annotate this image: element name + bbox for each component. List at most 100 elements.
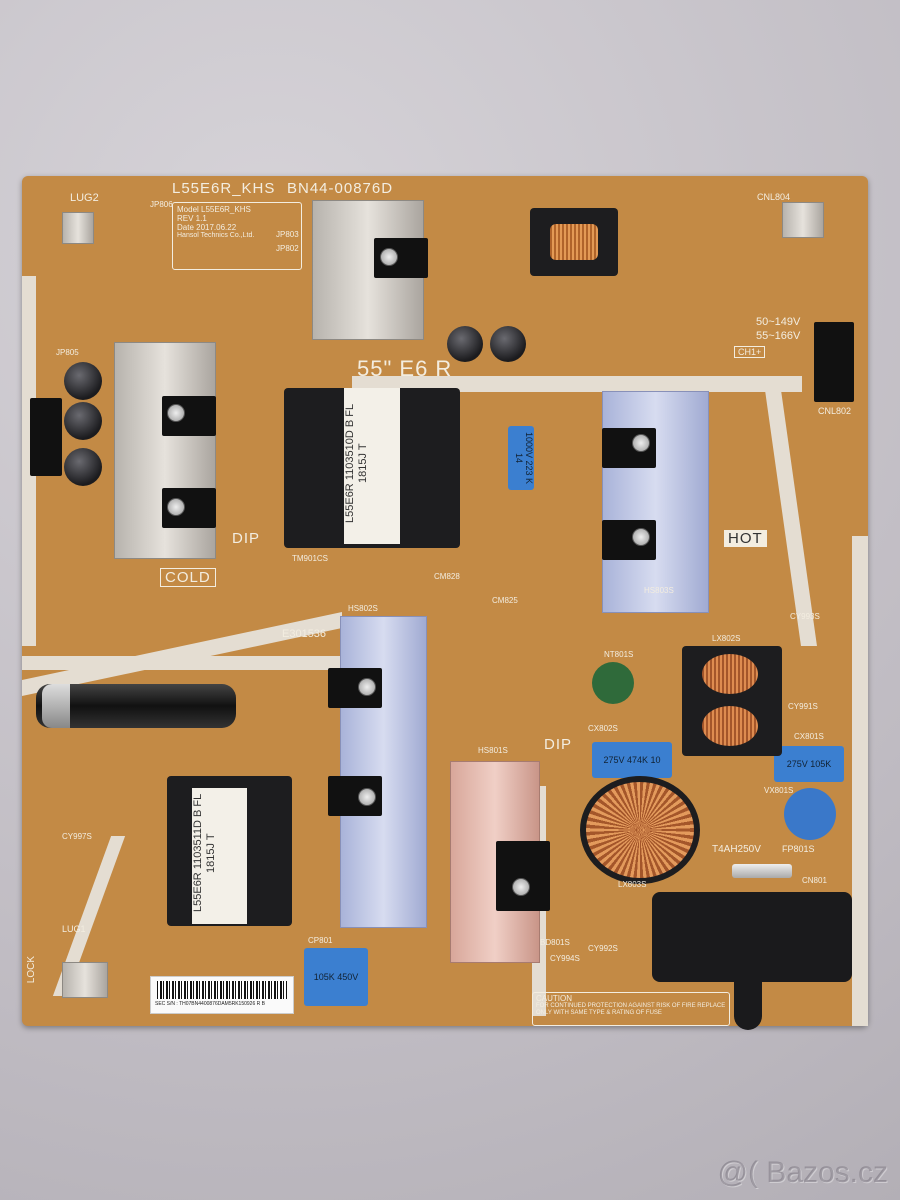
fuse-ref: FP801S	[782, 844, 815, 854]
lug1-terminal	[62, 962, 108, 998]
screw	[380, 248, 398, 266]
choke-winding	[702, 654, 758, 694]
cm825-ref: CM825	[492, 596, 518, 605]
capacitor	[447, 326, 483, 362]
hs803s-ref: HS803S	[644, 586, 674, 595]
jp803-ref: JP803	[276, 230, 299, 239]
inlet-latch	[734, 974, 762, 1030]
watermark: @( Bazos.cz	[717, 1156, 889, 1189]
screw	[358, 678, 376, 696]
output-voltage-1: 50~149V	[756, 316, 801, 328]
fuse-rating: T4AH250V	[712, 844, 761, 855]
film-capacitor: 1000V 223 K 14	[508, 426, 534, 490]
heatsink-hot	[602, 391, 709, 613]
ch-label: CH1+	[734, 346, 766, 358]
info-maker: Hansol Technics Co.,Ltd.	[177, 232, 255, 239]
info-box: Model L55E6R_KHS REV 1.1 Date 2017.06.22…	[172, 202, 302, 270]
lx803s-ref: LX803S	[618, 880, 647, 889]
capacitor	[64, 402, 102, 440]
hs801s-ref: HS801S	[478, 746, 508, 755]
choke-winding	[702, 706, 758, 746]
tf-line: 1103511D B	[192, 809, 204, 870]
info-rev: REV 1.1	[177, 214, 207, 223]
cy993s-ref: CY993S	[790, 612, 820, 621]
jp806-ref: JP806	[150, 200, 173, 209]
serial-sticker: SEC S/N : TH07BN4400876DAM5RK150926 R B	[150, 976, 294, 1014]
screw	[167, 498, 185, 516]
output-connector-cnl802[interactable]	[814, 322, 854, 402]
serial-number: SEC S/N : TH07BN4400876DAM5RK150926 R B	[155, 1001, 265, 1007]
cn801-ref: CN801	[802, 876, 827, 885]
cnl802-ref: CNL802	[818, 406, 852, 416]
lx802s-ref: LX802S	[712, 634, 741, 643]
cp801-ref: CP801	[308, 936, 333, 945]
screw	[167, 404, 185, 422]
thermistor	[592, 662, 634, 704]
cx802s-ref: CX802S	[588, 724, 618, 733]
tf-line: L55E6R	[344, 482, 356, 523]
lug-terminal-top-right	[782, 202, 824, 238]
caution-title: CAUTION	[536, 994, 572, 1003]
vx801s-ref: VX801S	[764, 786, 794, 795]
cnl804-ref: CNL804	[757, 192, 791, 202]
power-supply-board: L55E6R_KHS BN44-00876D Model L55E6R_KHS …	[22, 176, 868, 1030]
lug2-ref: LUG2	[70, 192, 99, 204]
hot-label: HOT	[724, 530, 767, 547]
cy991s-ref: CY991S	[788, 702, 818, 711]
toroid-choke	[580, 776, 700, 884]
nt801s-ref: NT801S	[604, 650, 634, 659]
tf-line: L55E6R	[192, 872, 204, 913]
fuse	[732, 864, 792, 878]
cy992s-ref: CY992S	[588, 944, 618, 953]
output-connector	[30, 398, 62, 476]
main-transformer-label: L55E6R 1103510D B FL 1815J T	[344, 388, 400, 544]
screw	[358, 788, 376, 806]
x-capacitor: 275V 105K	[774, 746, 844, 782]
bulk-capacitor-cap	[42, 684, 70, 728]
hs802s-ref: HS802S	[348, 604, 378, 613]
barcode	[157, 981, 287, 999]
caution-text: FOR CONTINUED PROTECTION AGAINST RISK OF…	[536, 1003, 726, 1016]
standby-transformer-label: L55E6R 1103511D B FL 1815J T	[192, 788, 247, 924]
output-voltage-2: 55~166V	[756, 330, 801, 342]
info-model: Model L55E6R_KHS	[177, 205, 251, 214]
isolation-trace	[352, 376, 802, 392]
screw	[632, 528, 650, 546]
isolation-trace	[22, 656, 352, 670]
cold-label: COLD	[160, 568, 216, 587]
x-capacitor: 275V 474K 10	[592, 742, 672, 778]
lock-label: LOCK	[26, 956, 37, 984]
screw	[632, 434, 650, 452]
copper-winding	[550, 224, 598, 260]
model-label: L55E6R_KHS	[172, 180, 276, 197]
jp802-ref: JP802	[276, 244, 299, 253]
tf-line: 1103510D B	[344, 419, 356, 480]
film-capacitor-bottom: 105K 450V	[304, 948, 368, 1006]
part-number-label: BN44-00876D	[287, 180, 394, 197]
isolation-trace	[852, 536, 868, 1026]
heatsink-center	[340, 616, 427, 928]
cy994s-ref: CY994S	[550, 954, 580, 963]
ul-mark: E301536	[282, 628, 327, 640]
size-marking: 55" E6 R	[357, 356, 453, 381]
ac-inlet[interactable]	[652, 892, 852, 982]
capacitor	[64, 448, 102, 486]
varistor	[784, 788, 836, 840]
caution-box: CAUTION FOR CONTINUED PROTECTION AGAINST…	[532, 992, 730, 1026]
dip-label-2: DIP	[544, 736, 573, 753]
jp805-ref: JP805	[56, 348, 79, 357]
dip-label: DIP	[232, 530, 261, 547]
isolation-trace	[22, 276, 36, 646]
bridge-rectifier	[496, 841, 550, 911]
info-date: Date 2017.06.22	[177, 223, 237, 232]
lug1-ref: LUG1	[62, 924, 86, 934]
tm901cs-ref: TM901CS	[292, 554, 329, 563]
screw	[512, 878, 530, 896]
isolation-trace	[763, 376, 817, 646]
capacitor	[490, 326, 526, 362]
cy997s-ref: CY997S	[62, 832, 92, 841]
capacitor	[64, 362, 102, 400]
cx801s-ref: CX801S	[794, 732, 824, 741]
bd801s-ref: BD801S	[540, 938, 570, 947]
cm828-ref: CM828	[434, 572, 460, 581]
